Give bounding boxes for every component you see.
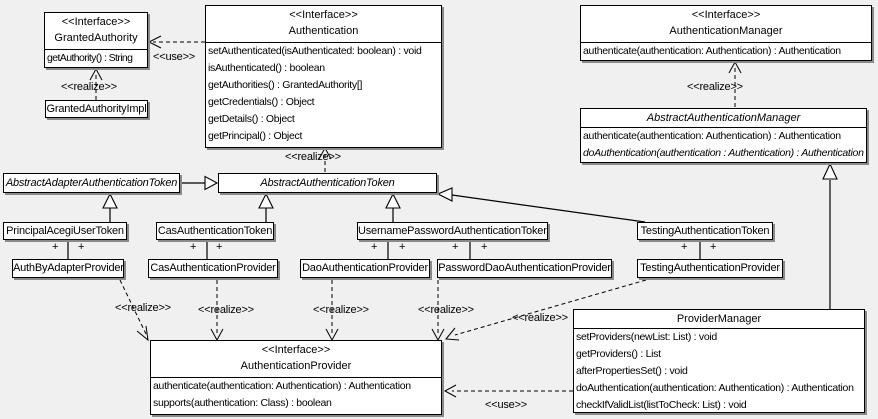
class-dao-authentication-provider: DaoAuthenticationProvider <box>300 259 430 278</box>
class-cas-authentication-provider: CasAuthenticationProvider <box>148 259 278 278</box>
class-header: <<Interface>> AuthenticationProvider <box>151 341 441 378</box>
class-name: CasAuthenticationToken <box>157 225 273 237</box>
stereotype: <<Interface>> <box>61 16 131 28</box>
class-name: ProviderManager <box>574 310 864 329</box>
method-row: afterPropertiesSet() : void <box>576 365 688 377</box>
association-plus: + <box>399 241 406 253</box>
method-row: authenticate(authentication: Authenticat… <box>583 130 841 142</box>
realize-label: <<realize>> <box>418 304 474 316</box>
class-name: AbstractAuthenticationManager <box>581 109 866 128</box>
class-auth-by-adapter-provider: AuthByAdapterProvider <box>12 259 124 278</box>
association-plus: + <box>481 241 488 253</box>
method-row: checkIfValidList(listToCheck: List) : vo… <box>576 399 747 411</box>
method-row: setAuthenticated(isAuthenticated: boolea… <box>208 45 422 57</box>
class-name: CasAuthenticationProvider <box>150 262 276 274</box>
method-row: doAuthentication(authentication : Authen… <box>583 147 864 159</box>
realize-label: <<realize>> <box>61 81 117 93</box>
association-plus: + <box>190 241 197 253</box>
stereotype: <<Interface>> <box>261 344 331 356</box>
association-plus: + <box>371 241 378 253</box>
class-testing-authentication-provider: TestingAuthenticationProvider <box>637 259 783 278</box>
realize-label: <<realize>> <box>198 304 254 316</box>
class-granted-authority-impl: GrantedAuthorityImpl <box>45 100 148 118</box>
use-label: <<use>> <box>485 399 528 411</box>
class-abstract-authentication-manager: AbstractAuthenticationManager authentica… <box>580 108 867 163</box>
method-row: getPrincipal() : Object <box>208 130 303 142</box>
realize-label: <<realize>> <box>687 81 743 93</box>
association-plus: + <box>216 241 223 253</box>
association-plus: + <box>710 241 717 253</box>
class-name: TestingAuthenticationProvider <box>640 262 780 274</box>
class-name: GrantedAuthorityImpl <box>46 103 147 115</box>
association-plus: + <box>78 241 85 253</box>
method-row: getCredentials() : Object <box>208 96 315 108</box>
generalization-edge-providermanager-to-abstractmanager <box>822 162 838 309</box>
method-row: getAuthorities() : GrantedAuthority[] <box>208 79 363 91</box>
class-name: AbstractAdapterAuthenticationToken <box>5 177 178 189</box>
class-provider-manager: ProviderManager setProviders(newList: Li… <box>573 309 865 413</box>
class-authentication: <<Interface>> Authentication setAuthenti… <box>205 5 442 148</box>
use-edge-providermanager-to-authenticationprovider <box>443 384 573 398</box>
class-granted-authority: <<Interface>> GrantedAuthority getAuthor… <box>44 12 148 68</box>
class-name: GrantedAuthority <box>54 32 138 44</box>
class-testing-authentication-token: TestingAuthenticationToken <box>637 222 773 240</box>
class-password-dao-authentication-provider: PasswordDaoAuthenticationProvider <box>437 259 612 278</box>
class-name: PasswordDaoAuthenticationProvider <box>438 262 611 274</box>
class-name: AuthByAdapterProvider <box>13 262 124 274</box>
class-name: DaoAuthenticationProvider <box>302 262 428 274</box>
class-name: Authentication <box>288 25 359 37</box>
class-name: AuthenticationProvider <box>240 360 352 372</box>
generalization-edge-adaptertoken-to-abstracttoken <box>180 175 219 191</box>
class-abstract-authentication-token: AbstractAuthenticationToken <box>218 173 437 193</box>
method-row: getDetails() : Object <box>208 113 295 125</box>
class-authentication-provider: <<Interface>> AuthenticationProvider aut… <box>150 340 442 415</box>
method-row: authenticate(authentication: Authenticat… <box>583 45 841 57</box>
method-row: setProviders(newList: List) : void <box>576 331 717 343</box>
realize-label: <<realize>> <box>285 151 341 163</box>
method-row: doAuthentication(authentication: Authent… <box>576 382 854 394</box>
generalization-edge-testingtoken-to-abstracttoken <box>436 187 646 223</box>
association-plus: + <box>681 241 688 253</box>
class-cas-authentication-token: CasAuthenticationToken <box>156 222 274 240</box>
use-edge-authentication-to-grantedauthority <box>147 35 205 49</box>
method-row: supports(authentication: Class) : boolea… <box>153 397 332 409</box>
stereotype: <<Interface>> <box>289 9 358 21</box>
generalization-edge-principaltoken-to-adaptertoken <box>102 192 118 222</box>
realize-label: <<realize>> <box>512 312 568 324</box>
class-header: <<Interface>> Authentication <box>206 6 441 43</box>
class-name: UsernamePasswordAuthenticationToken <box>358 225 548 237</box>
generalization-edge-usernamepasswordtoken-to-abstracttoken <box>385 192 401 222</box>
stereotype: <<Interface>> <box>691 9 761 21</box>
association-plus: + <box>452 241 459 253</box>
class-name: AuthenticationManager <box>669 25 783 37</box>
realize-label: <<realize>> <box>313 304 369 316</box>
method-row: getAuthority() : String <box>47 52 133 64</box>
method-row: getProviders() : List <box>576 348 661 360</box>
class-header: <<Interface>> AuthenticationManager <box>581 6 871 43</box>
use-label: <<use>> <box>153 51 196 63</box>
method-row: isAuthenticated() : boolean <box>208 62 325 74</box>
generalization-edge-castoken-to-abstracttoken <box>258 192 274 222</box>
class-name: AbstractAuthenticationToken <box>260 177 395 189</box>
class-authentication-manager: <<Interface>> AuthenticationManager auth… <box>580 5 872 61</box>
class-username-password-authentication-token: UsernamePasswordAuthenticationToken <box>357 222 548 240</box>
method-row: authenticate(authentication: Authenticat… <box>153 380 411 392</box>
class-name: TestingAuthenticationToken <box>640 225 770 237</box>
class-header: <<Interface>> GrantedAuthority <box>45 13 147 50</box>
class-abstract-adapter-authentication-token: AbstractAdapterAuthenticationToken <box>3 173 180 193</box>
class-principal-acegi-user-token: PrincipalAcegiUserToken <box>3 222 127 240</box>
realize-label: <<realize>> <box>115 302 171 314</box>
class-name: PrincipalAcegiUserToken <box>6 225 124 237</box>
association-plus: + <box>52 241 59 253</box>
